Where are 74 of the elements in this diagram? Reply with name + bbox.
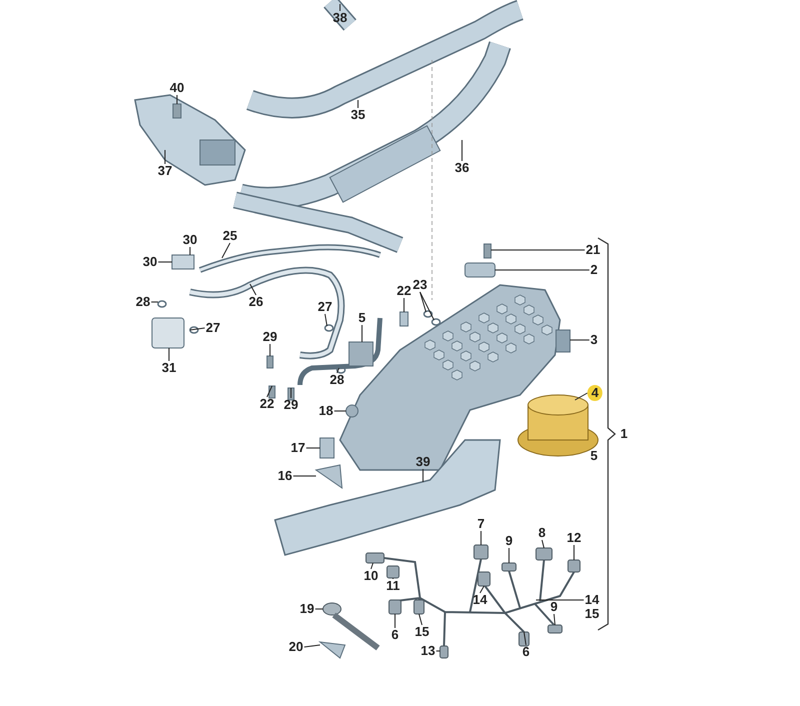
callout-number: 36 <box>454 161 470 175</box>
leader-line <box>418 614 422 626</box>
leader-line <box>190 328 206 330</box>
callout-number: 21 <box>584 243 602 257</box>
callout-number: 13 <box>420 644 436 658</box>
callout-number: 28 <box>328 373 346 387</box>
callout-number: 27 <box>316 300 334 314</box>
callout-number: 7 <box>476 517 486 531</box>
callout-number: 19 <box>298 602 316 616</box>
callout-number: 16 <box>276 469 294 483</box>
leader-line <box>524 632 526 646</box>
callout-number: 14 <box>472 593 488 607</box>
leader-line <box>334 410 346 412</box>
callout-number: 6 <box>521 645 531 659</box>
leader-line <box>508 548 510 564</box>
callout-number: 17 <box>290 441 306 455</box>
callout-number: 15 <box>414 625 430 639</box>
leader-line <box>370 562 374 570</box>
callout-number: 25 <box>222 229 238 243</box>
callout-number: 18 <box>318 404 334 418</box>
callout-number: 26 <box>248 295 264 309</box>
leader-line <box>168 348 170 362</box>
callout-number: 30 <box>182 233 198 247</box>
callout-number: 6 <box>390 628 400 642</box>
callout-number: 5 <box>589 449 599 463</box>
leader-line <box>164 150 166 164</box>
callout-number: 5 <box>357 311 367 325</box>
leader-line <box>290 388 292 398</box>
leader-line <box>480 530 482 546</box>
leader-line <box>422 468 424 482</box>
leader-line <box>554 614 556 626</box>
callout-number: 14 <box>584 593 600 607</box>
callout-number: 29 <box>282 398 300 412</box>
leader-line <box>176 94 178 104</box>
leader-line <box>542 540 544 548</box>
callout-number: 22 <box>396 284 412 298</box>
leader-line <box>336 368 340 374</box>
callout-number: 38 <box>332 11 348 25</box>
callout-number: 20 <box>288 640 304 654</box>
callout-number: 27 <box>204 321 222 335</box>
leader-line <box>394 614 396 628</box>
callout-number: 15 <box>584 607 600 621</box>
callout-number: 4 <box>587 385 603 401</box>
leader-line <box>266 386 272 398</box>
air-conditioning-unit-drawing <box>134 0 598 659</box>
callout-number: 31 <box>160 361 178 375</box>
leader-line <box>324 314 328 326</box>
callout-number: 9 <box>549 600 559 614</box>
leader-line <box>480 586 484 594</box>
leader-line <box>250 284 256 296</box>
callout-number: 9 <box>504 534 514 548</box>
callout-number: 40 <box>168 81 186 95</box>
callout-number: 39 <box>414 455 432 469</box>
callout-number: 30 <box>142 255 158 269</box>
callout-number: 8 <box>537 526 547 540</box>
callout-number: 28 <box>134 295 152 309</box>
callout-number: 10 <box>362 569 380 583</box>
leader-line <box>314 608 324 610</box>
callout-number: 35 <box>350 108 366 122</box>
leader-line <box>420 292 434 320</box>
leader-line <box>436 650 440 652</box>
callout-number: 11 <box>385 579 401 593</box>
callout-number: 37 <box>156 164 174 178</box>
leader-line <box>574 392 588 400</box>
callout-number: 1 <box>619 427 629 441</box>
leader-line <box>304 644 320 648</box>
callout-number: 23 <box>412 278 428 292</box>
leader-line <box>222 242 230 258</box>
callout-number: 22 <box>258 397 276 411</box>
callout-number: 29 <box>262 330 278 344</box>
leader-line <box>420 292 426 312</box>
callout-number: 12 <box>566 531 582 545</box>
callout-number: 2 <box>589 263 599 277</box>
callout-number: 3 <box>589 333 599 347</box>
